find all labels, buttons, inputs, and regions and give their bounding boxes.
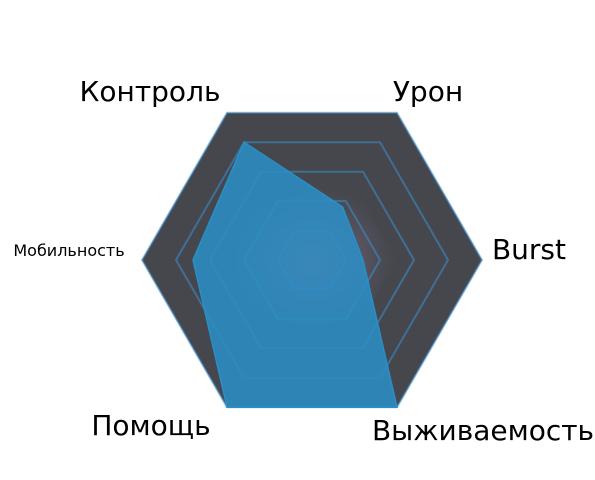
axis-label-control: Контроль <box>80 75 221 108</box>
axis-label-survivability: Выживаемость <box>372 414 594 447</box>
axis-label-support: Помощь <box>91 409 210 442</box>
axis-label-mobility: Мобильность <box>13 241 124 260</box>
axis-label-burst: Burst <box>492 233 566 266</box>
radar-axis-labels: Контроль Урон Burst Выживаемость Помощь … <box>13 75 594 447</box>
radar-series <box>192 141 398 408</box>
axis-label-damage: Урон <box>393 75 463 108</box>
